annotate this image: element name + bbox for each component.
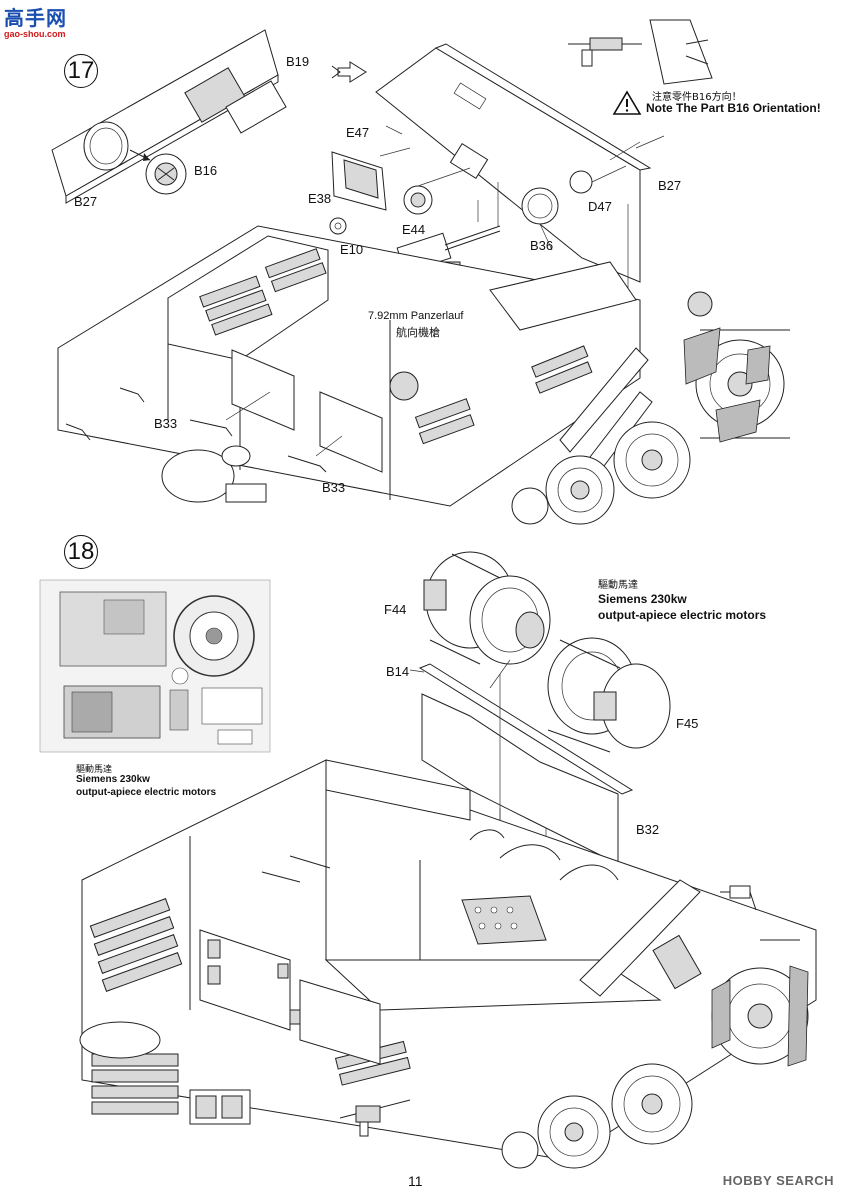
part-e44-mount: [403, 185, 433, 215]
part-f45-electric-motor: [547, 637, 671, 753]
ref-label-en-1: Siemens 230kw: [76, 774, 150, 785]
step17-road-wheels: [511, 421, 691, 525]
label-b27-right: B27: [658, 178, 682, 193]
label-b16: B16: [194, 163, 218, 178]
ref-label-cn: 驅動馬達: [76, 765, 113, 775]
note-inset-gun-detail: [568, 19, 713, 85]
label-b36: B36: [530, 238, 554, 253]
motor-label-en-1: Siemens 230kw: [598, 592, 687, 606]
direction-arrow-icon: [331, 61, 367, 83]
label-f44: F44: [384, 602, 407, 617]
part-f44-electric-motor: [423, 551, 551, 665]
label-e10: E10: [340, 242, 364, 257]
label-mg-cn: 航向機槍: [396, 326, 440, 339]
step17-leader-lines: [379, 125, 641, 300]
step17-front-plate-right: [375, 43, 652, 283]
label-b27-left: B27: [74, 194, 98, 209]
note-b16-orientation-cn: 注意零件B16方向！: [652, 92, 742, 103]
floor-bolt-pattern: [474, 906, 518, 930]
label-d47: D47: [588, 199, 612, 214]
blueprint-reference-inset: [39, 579, 271, 753]
label-e44: E44: [402, 222, 426, 237]
label-b33-left: B33: [154, 416, 178, 431]
motor-label-en-2: output-apiece electric motors: [598, 608, 767, 622]
part-e10-gear: [329, 217, 347, 235]
note-b16-orientation-en: Note The Part B16 Orientation!: [646, 101, 821, 115]
label-e47: E47: [346, 125, 370, 140]
site-watermark-logo: 高手网 gao-shou.com: [4, 2, 67, 39]
label-b33-right: B33: [322, 480, 346, 495]
ref-label-en-2: output-apiece electric motors: [76, 787, 217, 798]
part-b16-ball-mount: [145, 153, 187, 195]
page-number: 11: [408, 1173, 423, 1189]
hobby-search-watermark: HOBBY SEARCH: [722, 1173, 834, 1188]
step-17-number: 17: [64, 54, 98, 88]
part-e38-bracket: [331, 151, 387, 211]
step17-track-links: [683, 291, 771, 443]
label-b32: B32: [636, 822, 660, 837]
ammo-rack: [199, 248, 593, 445]
step18-drive-sprocket: [711, 965, 809, 1067]
label-e38: E38: [308, 191, 332, 206]
label-mg-panzerlauf: 7.92mm Panzerlauf: [368, 310, 464, 322]
step17-front-plate-left: [51, 29, 287, 204]
step18-hull-body: [79, 759, 817, 1161]
step18-mg-detail: [339, 1099, 411, 1137]
warning-icon: [612, 90, 642, 115]
step18-road-wheels: [501, 1063, 693, 1169]
motor-label-cn: 驅動馬達: [598, 580, 638, 591]
watermark-site-name: 高手网: [4, 6, 67, 30]
step17-hull-body: [57, 225, 653, 507]
watermark-site-url: gao-shou.com: [4, 29, 66, 39]
part-b14-strip: [418, 663, 634, 795]
step-18-number: 18: [64, 535, 98, 569]
label-f45: F45: [676, 716, 699, 731]
label-b19: B19: [286, 54, 310, 69]
label-b14: B14: [386, 664, 410, 679]
